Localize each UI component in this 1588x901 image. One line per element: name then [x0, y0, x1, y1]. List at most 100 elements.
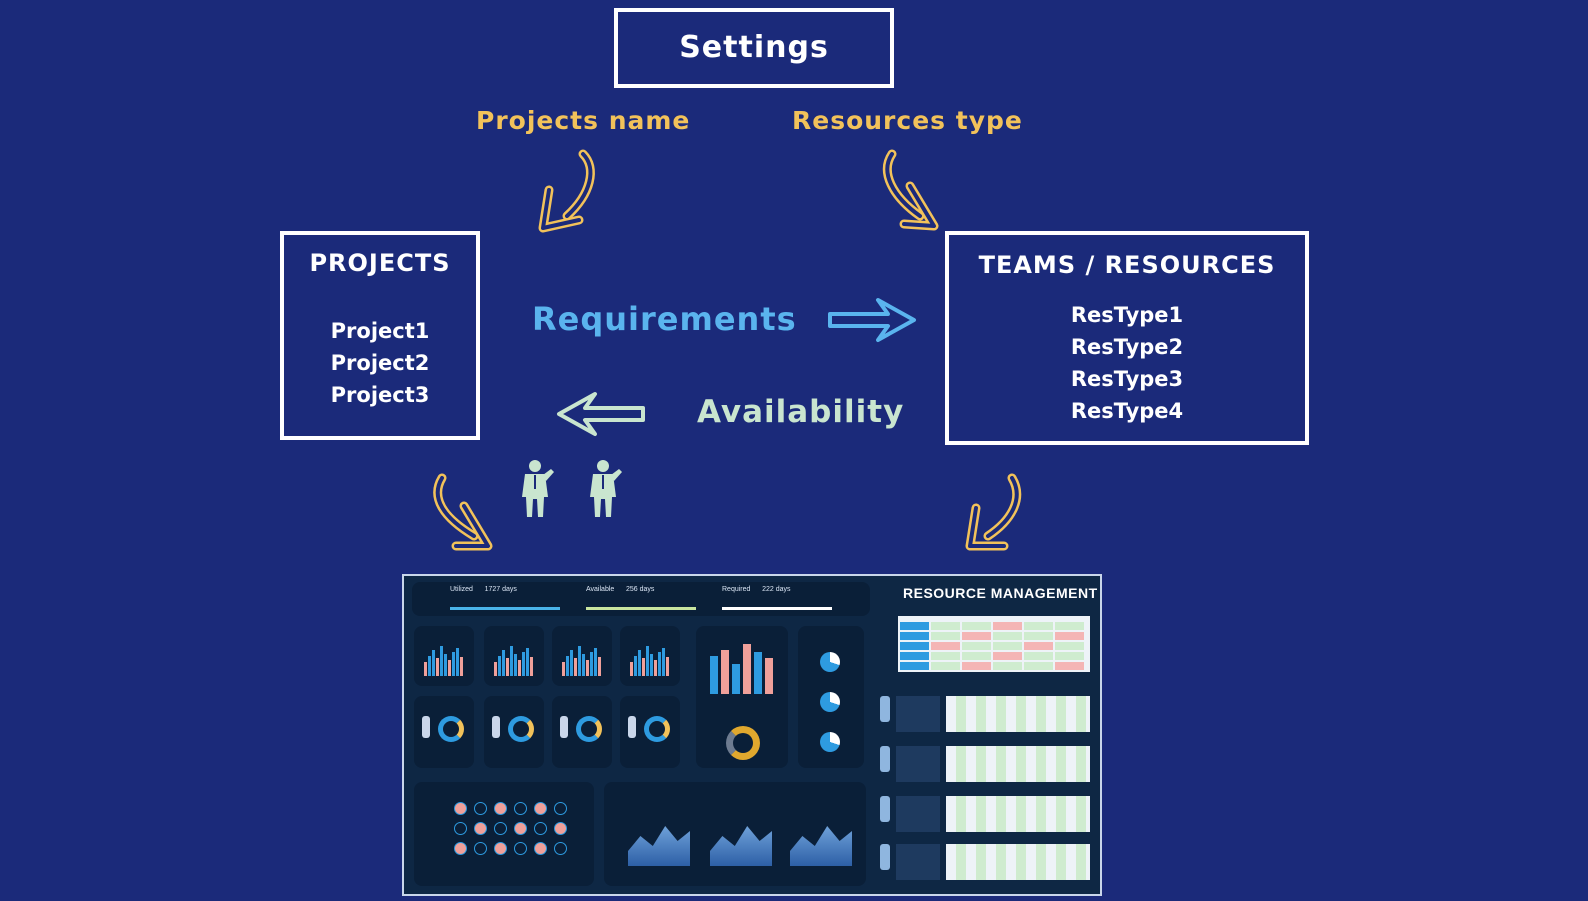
- mini-bar: [586, 660, 589, 676]
- requirements-label: Requirements: [532, 300, 797, 338]
- mini-bar: [526, 648, 529, 676]
- mini-names: [896, 796, 940, 832]
- mini-bar: [638, 650, 641, 676]
- mini-bar: [594, 648, 597, 676]
- mini-person: [880, 746, 890, 772]
- mini-bar: [424, 662, 427, 676]
- mini-table-cell: [900, 652, 929, 660]
- mini-table-cell: [1024, 622, 1053, 630]
- project-item: Project1: [330, 319, 430, 343]
- mini-dot: [494, 802, 507, 815]
- resources-list: ResType1 ResType2 ResType3 ResType4: [949, 299, 1305, 427]
- mini-table-cell: [1024, 632, 1053, 640]
- mini-table-cell: [1055, 622, 1084, 630]
- mini-pie: [820, 732, 840, 752]
- person-on-phone-icon: [522, 460, 554, 517]
- mini-table-cell: [993, 652, 1022, 660]
- mini-bar: [666, 657, 669, 676]
- mini-table-cell: [931, 652, 960, 660]
- mini-dot: [474, 842, 487, 855]
- resource-item: ResType3: [1070, 367, 1184, 391]
- mini-table-cell: [993, 662, 1022, 670]
- mini-bar: [436, 658, 439, 676]
- mini-table-cell: [931, 632, 960, 640]
- mini-person: [422, 716, 430, 738]
- mini-dot: [534, 842, 547, 855]
- resources-heading: TEAMS / RESOURCES: [978, 251, 1276, 279]
- mini-table-cell: [962, 632, 991, 640]
- mini-table-cell: [900, 632, 929, 640]
- mini-bar: [574, 658, 577, 676]
- mini-bar: [518, 660, 521, 676]
- mini-names: [896, 746, 940, 782]
- mini-dot: [454, 802, 467, 815]
- mini-dot: [514, 842, 527, 855]
- mini-donut: [508, 716, 534, 742]
- mini-table-cell: [1055, 642, 1084, 650]
- mini-pie: [820, 692, 840, 712]
- mini-grid: [946, 746, 1090, 782]
- availability-label: Availability: [697, 394, 905, 430]
- mini-donut: [438, 716, 464, 742]
- mini-table-cell: [1055, 632, 1084, 640]
- mini-table-cell: [931, 622, 960, 630]
- mini-bar: [662, 648, 665, 676]
- mini-bar: [452, 652, 455, 676]
- mini-bar: [646, 646, 649, 676]
- mini-table-cell: [931, 642, 960, 650]
- resource-item: ResType2: [1070, 335, 1184, 359]
- projects-heading: PROJECTS: [309, 249, 451, 277]
- mini-dot: [534, 802, 547, 815]
- mini-dot: [534, 822, 547, 835]
- resource-item: ResType4: [1070, 399, 1184, 423]
- mini-bar: [494, 662, 497, 676]
- mini-dot: [494, 842, 507, 855]
- project-item: Project3: [330, 383, 430, 407]
- dashboard-title: RESOURCE MANAGEMENT: [903, 585, 1098, 601]
- settings-box: Settings: [614, 8, 894, 88]
- mini-table-cell: [962, 662, 991, 670]
- mini-dot: [454, 842, 467, 855]
- resources-type-label: Resources type: [792, 106, 1023, 135]
- kpi-available: Available 256 days: [586, 586, 696, 610]
- mini-bar: [654, 660, 657, 676]
- mini-table-cell: [962, 652, 991, 660]
- mini-bar: [578, 646, 581, 676]
- mini-bar: [598, 657, 601, 676]
- mini-bar: [498, 656, 501, 676]
- mini-bar: [428, 656, 431, 676]
- mini-table-cell: [931, 662, 960, 670]
- mini-person: [880, 844, 890, 870]
- mini-bar: [582, 654, 585, 676]
- mini-dot: [474, 802, 487, 815]
- mini-gold-donut: [726, 726, 760, 760]
- mini-bar: [444, 654, 447, 676]
- mini-table-cell: [900, 642, 929, 650]
- mini-person: [628, 716, 636, 738]
- arrow-right-icon: [828, 298, 916, 342]
- mini-big-bar: [732, 664, 740, 694]
- mini-table-cell: [1055, 652, 1084, 660]
- mini-table-cell: [1024, 652, 1053, 660]
- mini-dot-tile: [414, 782, 594, 886]
- mini-bar: [432, 650, 435, 676]
- mini-dot: [494, 822, 507, 835]
- teams-resources-box: TEAMS / RESOURCES ResType1 ResType2 ResT…: [945, 231, 1309, 445]
- mini-big-bar: [765, 658, 773, 694]
- mini-bar: [566, 656, 569, 676]
- mini-bar: [650, 654, 653, 676]
- kpi-panel: [412, 582, 870, 616]
- mini-bar: [634, 656, 637, 676]
- mini-bar: [510, 646, 513, 676]
- projects-box: PROJECTS Project1 Project2 Project3: [280, 231, 480, 440]
- mini-bar: [514, 654, 517, 676]
- mini-big-bar: [721, 650, 729, 694]
- settings-title: Settings: [679, 30, 829, 65]
- kpi-required: Required 222 days: [722, 586, 832, 610]
- project-item: Project2: [330, 351, 430, 375]
- mini-bar: [502, 650, 505, 676]
- mini-table-cell: [900, 622, 929, 630]
- mini-person: [880, 796, 890, 822]
- mini-big-bar: [743, 644, 751, 694]
- mini-table-cell: [993, 632, 1022, 640]
